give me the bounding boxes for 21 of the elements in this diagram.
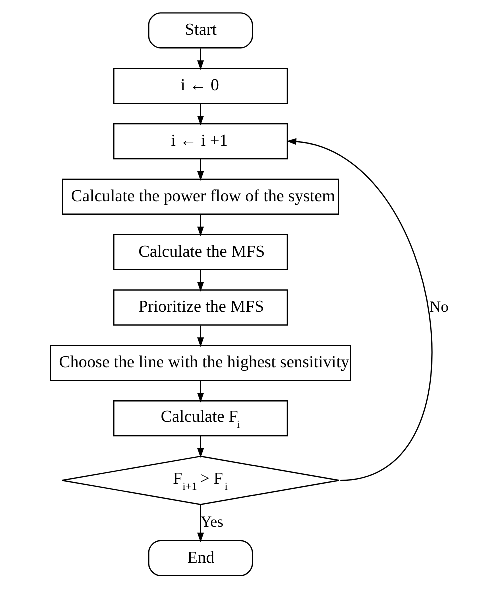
arrow — [196, 270, 204, 292]
node-box: Calculate the power flow of the system — [62, 178, 339, 215]
arrow — [196, 381, 204, 403]
node-box: Start — [148, 12, 253, 49]
arrow — [196, 504, 204, 543]
node-diamond: F$_{i+1}$ > F$_{i}$ — [61, 456, 340, 506]
arrow — [196, 159, 204, 182]
arrow — [196, 104, 204, 126]
arrow — [196, 214, 204, 236]
node-box: i ← i +1 — [112, 123, 288, 160]
node-box: i ← 0 — [112, 68, 288, 104]
node-box: Calculate the MFS — [112, 234, 288, 270]
node-box: End — [148, 540, 253, 576]
arrow — [196, 436, 204, 458]
arrow — [196, 326, 204, 348]
node-box: Choose the line with the highest sensitivity — [50, 345, 351, 382]
node-box: Prioritize the MFS — [112, 290, 288, 326]
edge-label: No — [429, 298, 448, 316]
arrow — [286, 138, 432, 482]
arrow — [196, 48, 204, 70]
node-box: Calculate F$_{i}$ — [112, 400, 288, 437]
